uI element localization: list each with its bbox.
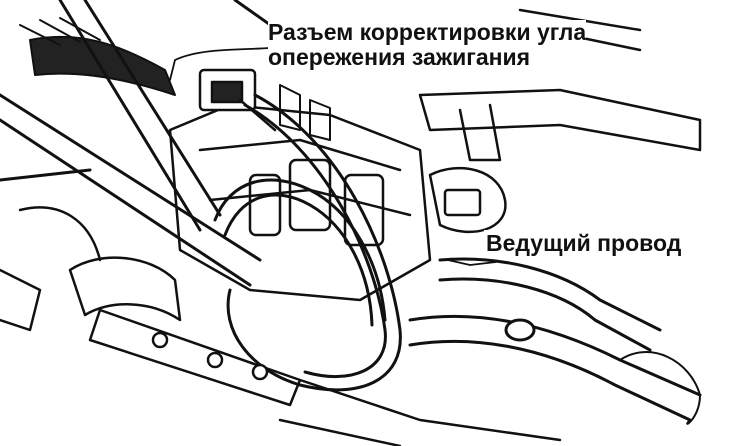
timing-connector-label-line2: опережения зажигания	[268, 44, 531, 71]
timing-connector-label: Разъем корректировки угла опережения заж…	[268, 19, 587, 71]
engine-block	[168, 84, 432, 302]
wire-loop	[213, 93, 402, 392]
lower-hoses	[408, 257, 702, 425]
timing-connector-label-line1: Разъем корректировки угла	[268, 19, 587, 45]
lead-wire-label: Ведущий провод	[484, 230, 684, 258]
upper-hose	[19, 17, 176, 96]
leader-lines	[169, 47, 497, 266]
lower-left-parts	[0, 206, 562, 446]
